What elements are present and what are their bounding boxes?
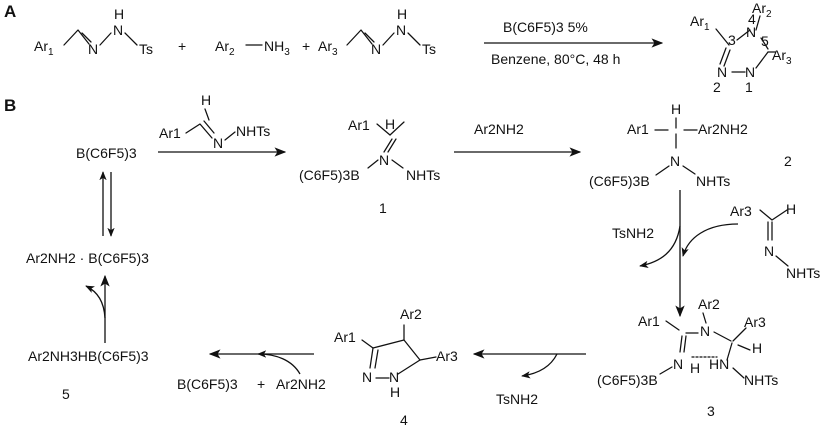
svg-text:Ar3: Ar3	[772, 47, 792, 67]
tsnh2-byproduct-right: TsNH2	[612, 225, 654, 241]
svg-text:Ts: Ts	[422, 41, 436, 57]
svg-text:N: N	[396, 22, 406, 38]
svg-text:Ts: Ts	[139, 41, 153, 57]
amine-borane-adduct: Ar2NH2 · B(C6F5)3	[26, 250, 149, 266]
svg-text:(C6F5)3B: (C6F5)3B	[299, 167, 360, 183]
svg-text:Ar2: Ar2	[698, 296, 720, 312]
svg-text:2: 2	[784, 153, 792, 169]
panel-label-b: B	[4, 96, 16, 115]
reagent-amine: Ar2 NH3	[215, 38, 290, 58]
released-catalyst: B(C6F5)3	[177, 376, 238, 392]
svg-text:Ar3: Ar3	[744, 314, 766, 330]
svg-text:HN: HN	[709, 356, 729, 372]
hydrazone-reactant-right: Ar3 H N NHTs	[730, 201, 820, 281]
svg-text:1: 1	[379, 200, 387, 216]
curved-arrow-tsnh2-out-bottom	[521, 353, 558, 379]
svg-text:N: N	[362, 369, 372, 385]
salt-5: Ar2NH3HB(C6F5)3	[28, 348, 149, 364]
equilibrium-arrows	[99, 171, 115, 237]
svg-text:5: 5	[761, 33, 769, 49]
svg-text:4: 4	[400, 412, 408, 428]
svg-text:N: N	[673, 356, 683, 372]
svg-text:H: H	[114, 6, 124, 22]
curved-arrow-regen	[85, 285, 106, 319]
hydrazone-reactant-top: H Ar1 N NHTs	[159, 92, 270, 151]
intermediate-2: H Ar1 Ar2NH2 N (C6F5)3B NHTs 2	[589, 101, 792, 189]
intermediate-1: Ar1 H N (C6F5)3B NHTs 1	[299, 116, 440, 216]
svg-text:NH3: NH3	[264, 38, 290, 58]
condition-catalyst: B(C6F5)3 5%	[503, 19, 588, 35]
svg-text:H: H	[671, 101, 681, 117]
svg-text:H: H	[390, 384, 400, 400]
amine-reagent: Ar2NH2	[474, 121, 524, 137]
curved-arrow-release	[257, 350, 301, 375]
svg-text:Ar1: Ar1	[159, 125, 181, 141]
svg-text:3: 3	[728, 32, 736, 48]
svg-text:Ar2: Ar2	[400, 306, 422, 322]
svg-text:Ar2: Ar2	[215, 38, 235, 58]
svg-text:3: 3	[707, 403, 715, 419]
svg-text:N: N	[389, 369, 399, 385]
svg-text:1: 1	[745, 79, 753, 95]
reagent-hydrazone-3: Ar3 N N H Ts	[318, 6, 436, 58]
svg-text:N: N	[88, 41, 98, 57]
tsnh2-byproduct-bottom: TsNH2	[496, 391, 538, 407]
panel-label-a: A	[4, 2, 16, 21]
svg-text:N: N	[746, 24, 756, 40]
product-triazole: Ar1 Ar2 Ar3 N 4 3 5 N N 2 1	[690, 0, 792, 95]
curved-arrow-tsnh2-out	[639, 225, 681, 268]
svg-text:Ar1: Ar1	[627, 121, 649, 137]
svg-text:N: N	[670, 153, 680, 169]
svg-text:N: N	[764, 243, 774, 259]
svg-text:N: N	[745, 64, 755, 80]
svg-text:Ar3: Ar3	[730, 203, 752, 219]
svg-text:N: N	[717, 64, 727, 80]
released-amine: Ar2NH2	[276, 376, 326, 392]
svg-text:H: H	[397, 6, 407, 22]
curved-arrow-hydrazone-in	[681, 223, 739, 257]
salt-5-number: 5	[62, 386, 70, 402]
svg-text:Ar3: Ar3	[318, 38, 338, 58]
svg-text:N: N	[213, 135, 223, 151]
svg-text:N: N	[371, 41, 381, 57]
plus-sign-2: +	[302, 38, 310, 54]
svg-text:H: H	[786, 201, 796, 217]
svg-text:NHTs: NHTs	[786, 265, 820, 281]
svg-text:N: N	[113, 22, 123, 38]
svg-text:N: N	[379, 152, 389, 168]
svg-text:(C6F5)3B: (C6F5)3B	[597, 372, 658, 388]
intermediate-4: Ar1 Ar2 Ar3 N N H 4	[334, 306, 458, 428]
svg-text:Ar1: Ar1	[690, 13, 710, 33]
svg-text:Ar2: Ar2	[752, 0, 772, 20]
release-plus: +	[257, 376, 265, 392]
svg-text:Ar1: Ar1	[348, 117, 370, 133]
catalyst-b-c6f5-3: B(C6F5)3	[76, 145, 137, 161]
svg-text:NHTs: NHTs	[236, 123, 270, 139]
svg-text:Ar3: Ar3	[436, 348, 458, 364]
reagent-hydrazone-1: Ar1 N N H Ts	[34, 6, 153, 58]
svg-text:N: N	[700, 323, 710, 339]
svg-text:(C6F5)3B: (C6F5)3B	[589, 173, 650, 189]
svg-text:NHTs: NHTs	[406, 167, 440, 183]
svg-text:Ar2NH2: Ar2NH2	[698, 121, 748, 137]
condition-solvent: Benzene, 80°C, 48 h	[491, 51, 620, 67]
svg-text:Ar1: Ar1	[334, 329, 356, 345]
svg-text:NHTs: NHTs	[744, 372, 778, 388]
svg-text:H: H	[201, 92, 211, 108]
svg-text:Ar1: Ar1	[34, 38, 54, 58]
svg-text:H: H	[752, 340, 762, 356]
intermediate-3: Ar1 Ar2 N Ar3 H N (C6F5)3B H HN NHTs 3	[597, 296, 778, 419]
svg-text:H: H	[385, 116, 395, 132]
svg-text:H: H	[690, 360, 700, 376]
svg-text:NHTs: NHTs	[696, 173, 730, 189]
svg-text:2: 2	[713, 79, 721, 95]
svg-text:Ar1: Ar1	[638, 313, 660, 329]
svg-text:4: 4	[748, 11, 756, 27]
plus-sign-1: +	[178, 38, 186, 54]
